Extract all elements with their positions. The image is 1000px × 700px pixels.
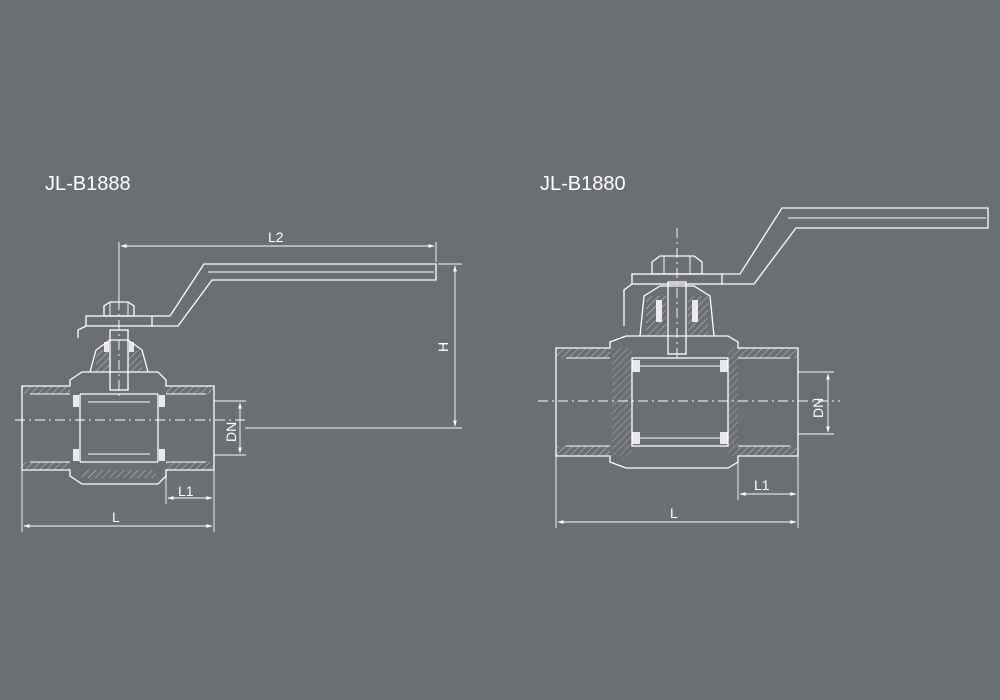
valve-bonnet <box>623 255 723 355</box>
dimension-l1: L1 <box>165 470 215 504</box>
valve-jl-b1880: JL-B1880 <box>538 173 989 528</box>
dimension-label-dn: DN <box>810 398 826 418</box>
dimension-dn: DN <box>798 371 834 435</box>
valve-body <box>555 335 799 469</box>
dimension-label-h: H <box>435 342 451 352</box>
valve-model-label: JL-B1880 <box>540 173 626 195</box>
valve-model-label: JL-B1888 <box>45 173 131 195</box>
dimension-label-l2: L2 <box>268 229 284 245</box>
valve-bonnet <box>77 301 153 391</box>
dimension-l: L <box>21 470 215 532</box>
dimension-l1: L1 <box>737 456 799 500</box>
dimension-l2: L2 <box>118 229 437 300</box>
dimension-label-l: L <box>112 509 120 525</box>
dimension-label-l1: L1 <box>178 483 194 499</box>
dimension-label-dn: DN <box>223 422 239 442</box>
dimension-l: L <box>555 456 799 528</box>
dimension-dn: DN <box>214 400 246 456</box>
valve-handle <box>722 207 989 285</box>
valve-jl-b1888: JL-B1888 <box>15 173 462 532</box>
dimension-h: H <box>245 263 462 429</box>
dimension-label-l1: L1 <box>754 477 770 493</box>
dimension-label-l: L <box>670 505 678 521</box>
valve-handle <box>152 263 437 327</box>
valve-body <box>21 371 215 485</box>
